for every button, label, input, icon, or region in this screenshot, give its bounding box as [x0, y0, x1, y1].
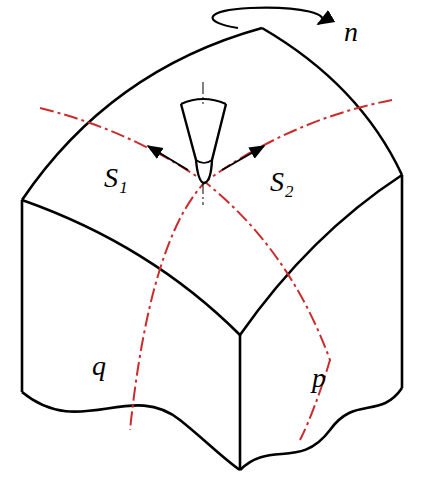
tool-neck — [196, 160, 212, 163]
front-edge-right — [240, 175, 402, 335]
workpiece — [22, 28, 402, 470]
path-label: p — [312, 364, 326, 392]
ball-end-mill — [181, 82, 226, 205]
vertical-edge — [239, 335, 242, 470]
tool-body — [181, 104, 226, 183]
path-q — [130, 100, 392, 430]
vertical-edge — [401, 175, 404, 388]
path-p — [40, 108, 330, 440]
front-edge-left — [22, 200, 240, 335]
rotation-label: n — [344, 18, 358, 46]
tool-paths — [40, 100, 392, 440]
rotation-arrow — [213, 8, 323, 28]
tool-top — [181, 99, 226, 104]
vertical-edge — [21, 200, 24, 392]
feed-arrow — [222, 146, 264, 170]
bottom-edge-left — [22, 392, 240, 470]
feed-label: S₂ — [270, 168, 294, 196]
bottom-edge-right — [240, 388, 402, 470]
path-label: q — [92, 352, 106, 380]
feed-label: S₁ — [104, 164, 128, 192]
feed-arrow — [148, 146, 188, 170]
top-edge-left — [22, 28, 262, 200]
